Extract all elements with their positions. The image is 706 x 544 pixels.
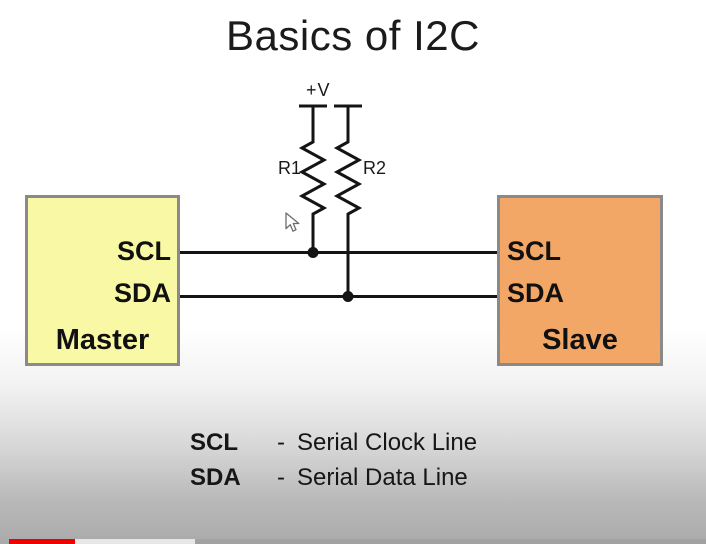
slave-sda-port-label: SDA bbox=[507, 278, 565, 308]
progress-remaining-track[interactable] bbox=[195, 539, 706, 544]
video-progress-bar[interactable] bbox=[0, 539, 706, 544]
progress-played-segment[interactable] bbox=[9, 539, 75, 544]
master-scl-port-label: SCL bbox=[117, 236, 171, 266]
supply-voltage-label: +V bbox=[306, 80, 331, 100]
legend-scl-definition: Serial Clock Line bbox=[297, 429, 478, 456]
legend-scl-separator: - bbox=[277, 429, 285, 456]
legend-sda-term: SDA bbox=[190, 464, 241, 491]
legend-scl-term: SCL bbox=[190, 429, 238, 456]
master-box: SCL SDA Master bbox=[25, 195, 180, 366]
resistor-r1-label: R1 bbox=[277, 158, 301, 178]
resistor-r2 bbox=[333, 107, 363, 297]
master-name-label: Master bbox=[55, 324, 150, 356]
progress-buffered-segment[interactable] bbox=[75, 539, 195, 544]
page-title: Basics of I2C bbox=[226, 12, 480, 59]
master-sda-port-label: SDA bbox=[113, 278, 171, 308]
scl-junction-dot bbox=[307, 247, 319, 258]
slave-scl-port-label: SCL bbox=[507, 236, 561, 266]
legend-sda-separator: - bbox=[277, 464, 285, 491]
sda-junction-dot bbox=[342, 291, 354, 302]
mouse-cursor-icon bbox=[285, 212, 300, 232]
resistor-r2-label: R2 bbox=[363, 158, 387, 178]
resistor-r1 bbox=[298, 107, 328, 253]
slave-name-label: Slave bbox=[542, 324, 618, 356]
slave-box: SCL SDA Slave bbox=[497, 195, 663, 366]
legend-sda-definition: Serial Data Line bbox=[297, 464, 468, 491]
